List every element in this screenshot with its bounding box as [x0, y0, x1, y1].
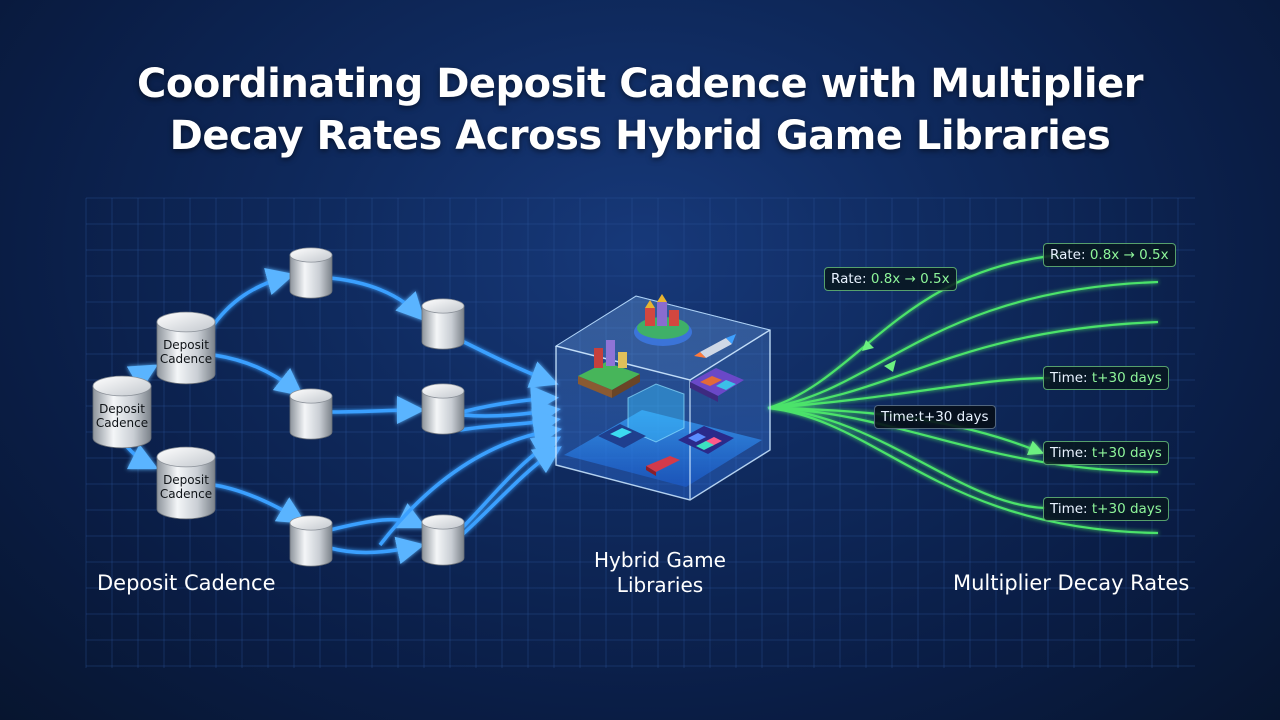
- game-puzzle-board: [690, 368, 744, 402]
- deposit-nodes: DepositCadenceDepositCadenceDepositCaden…: [92, 247, 465, 567]
- deposit-node: [289, 247, 333, 299]
- game-block: [646, 456, 680, 476]
- cylinder-body: [156, 321, 216, 385]
- flow-arrow: [459, 409, 561, 437]
- cylinder-body: [421, 390, 465, 435]
- game-rocket: [694, 334, 736, 358]
- decay-curve: [767, 406, 1046, 510]
- title-line-1: Coordinating Deposit Cadence with Multip…: [136, 61, 1144, 107]
- decay-arrowhead: [884, 360, 896, 372]
- library-label-line-1: Hybrid Game: [594, 548, 726, 572]
- cylinder-top: [289, 388, 333, 404]
- flow-arrow: [213, 483, 307, 524]
- deposit-node-label: Cadence: [160, 487, 212, 501]
- cylinder-top: [289, 247, 333, 263]
- rate-tag: Rate: 0.8x → 0.5x: [1043, 243, 1176, 267]
- game-island-castle: [634, 294, 692, 346]
- deposit-node: [289, 388, 333, 440]
- flow-arrow: [378, 419, 562, 547]
- cylinder-top: [92, 375, 152, 397]
- cylinder-top: [156, 446, 216, 468]
- game-island-village: [578, 340, 640, 398]
- decay-curve: [767, 320, 1159, 410]
- cylinder-top: [421, 383, 465, 399]
- deposit-node: [421, 298, 465, 350]
- tag-value: t+30 days: [1091, 445, 1162, 461]
- tag-label: Time:: [1050, 501, 1088, 517]
- decay-curve: [767, 406, 1159, 535]
- page-title: Coordinating Deposit Cadence with Multip…: [0, 58, 1280, 162]
- deposit-node: [421, 383, 465, 435]
- tag-value: t+30 days: [1091, 370, 1162, 386]
- cylinder-body: [289, 254, 333, 299]
- deposit-node-label: Cadence: [96, 416, 148, 430]
- deposit-node: [289, 515, 333, 567]
- cylinder-body: [421, 305, 465, 350]
- deposit-node-label: Deposit: [163, 473, 209, 487]
- game-circuit-board: [598, 424, 646, 448]
- game-pixel-board: [678, 426, 734, 454]
- cylinder-top: [156, 311, 216, 333]
- deposit-node-label: Deposit: [163, 338, 209, 352]
- decay-curve: [767, 253, 1061, 410]
- library-label-line-2: Libraries: [616, 573, 704, 597]
- decay-arrowhead: [862, 340, 874, 351]
- cylinder-body: [289, 395, 333, 440]
- tag-label: Time:: [1050, 370, 1088, 386]
- flow-arrow: [329, 276, 425, 322]
- time-tag: Time: t+30 days: [1043, 366, 1169, 390]
- time-tag: Time: t+30 days: [1043, 497, 1169, 521]
- decay-curve: [767, 406, 1159, 474]
- decay-curve: [767, 376, 1051, 410]
- deposit-node-label: Deposit: [99, 402, 145, 416]
- hybrid-library-cube: [554, 294, 772, 501]
- time-tag: Time:t+30 days: [874, 405, 996, 429]
- rate-tag: Rate: 0.8x → 0.5x: [824, 267, 957, 291]
- time-tag: Time: t+30 days: [1043, 441, 1169, 465]
- deposit-cadence-label: Deposit Cadence: [97, 571, 276, 595]
- flow-arrow: [213, 353, 304, 397]
- cylinder-body: [156, 456, 216, 520]
- tag-label: Rate:: [1050, 247, 1086, 263]
- flow-arrow: [459, 338, 559, 388]
- tag-label: Time:: [881, 409, 919, 425]
- flow-arrow: [329, 536, 425, 565]
- deposit-node: [421, 514, 465, 566]
- tag-value: 0.8x → 0.5x: [870, 271, 950, 287]
- flow-arrow: [460, 446, 562, 537]
- multiplier-decay-label: Multiplier Decay Rates: [953, 571, 1190, 595]
- flow-arrow: [208, 268, 295, 331]
- cylinder-body: [92, 385, 152, 449]
- tag-value: 0.8x → 0.5x: [1089, 247, 1169, 263]
- tag-value: t+30 days: [1091, 501, 1162, 517]
- cylinder-top: [289, 515, 333, 531]
- title-line-2: Decay Rates Across Hybrid Game Libraries: [169, 113, 1111, 159]
- deposit-node-label: Cadence: [160, 352, 212, 366]
- decay-arrowheads: [862, 340, 896, 372]
- deposit-flow-arrows: [120, 268, 562, 565]
- cylinder-body: [421, 521, 465, 566]
- decay-flow-curves: [767, 253, 1159, 535]
- cylinder-top: [421, 298, 465, 314]
- flow-arrow: [329, 396, 425, 425]
- tag-label: Time:: [1050, 445, 1088, 461]
- flow-arrow: [329, 503, 427, 532]
- cylinder-top: [421, 514, 465, 530]
- decay-curve: [767, 280, 1159, 410]
- flow-arrow: [461, 385, 559, 414]
- tag-label: Rate:: [831, 271, 867, 287]
- cylinder-body: [289, 522, 333, 567]
- hybrid-libraries-label: Hybrid Game Libraries: [540, 548, 780, 598]
- tag-value: t+30 days: [918, 409, 989, 425]
